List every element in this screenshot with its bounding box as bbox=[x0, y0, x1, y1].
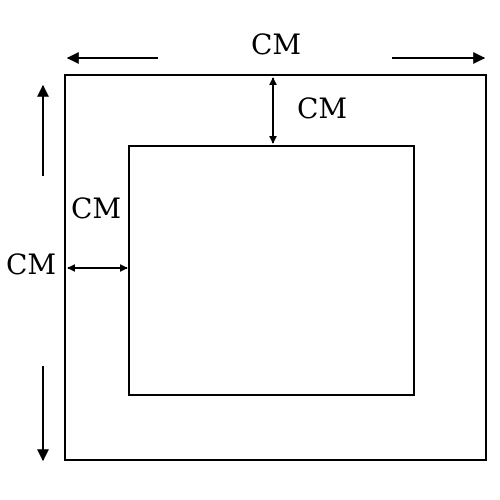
inner-square bbox=[128, 145, 415, 396]
left-gap-label: CM bbox=[71, 192, 121, 225]
top-gap-label: CM bbox=[297, 92, 347, 125]
height-label: CM bbox=[6, 248, 56, 281]
outer-square bbox=[64, 74, 487, 461]
width-label: CM bbox=[251, 28, 301, 61]
